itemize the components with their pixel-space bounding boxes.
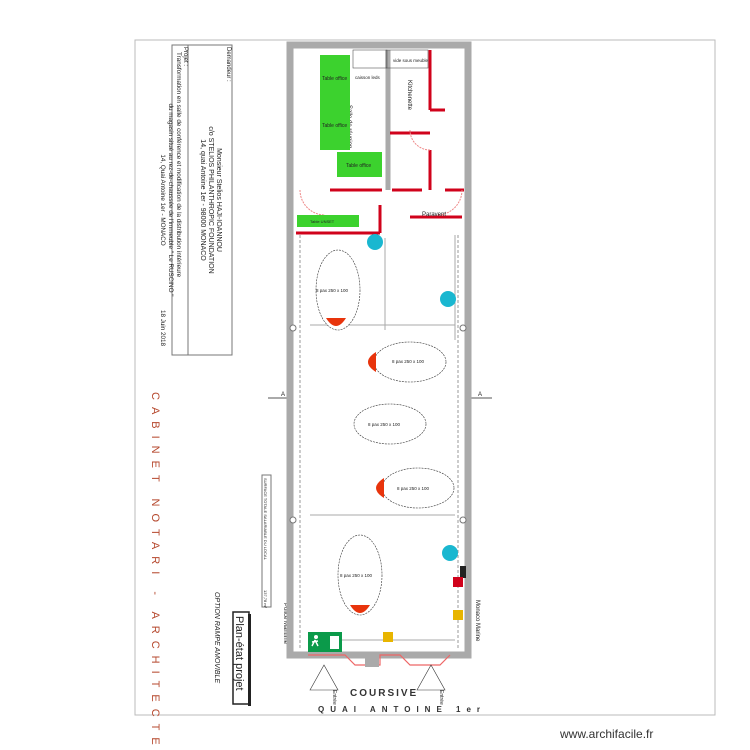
client-org: c/o STELIOS PHILANTHROPIC FOUNDATION: [207, 126, 214, 273]
signage-yellow: [383, 632, 393, 642]
title-block: Demandeur : Monsieur Stelios HAJI-IOANNO…: [159, 44, 233, 356]
emergency-exit-icon: [308, 632, 342, 652]
surface-value: 137,78 m²: [263, 590, 268, 609]
dark-fixture: [460, 566, 466, 578]
client-name: Monsieur Stelios HAJI-IOANNOU: [215, 148, 222, 252]
svg-text:Table office: Table office: [346, 163, 371, 169]
svg-text:Entrée: Entrée: [331, 690, 337, 705]
conference-table: 8 pax 250 x 100: [376, 467, 455, 509]
signage-yellow: [453, 610, 463, 620]
office-table: Table office: [320, 55, 350, 100]
option-label: OPTION RAMPE AMOVIBLE: [213, 592, 220, 683]
neighbor-right: Monaco Marine: [474, 600, 480, 642]
projet-line-3: 14, Quai Antoine 1er - MONACO: [159, 154, 166, 245]
entrance-area: Entrée Entrée: [308, 654, 451, 705]
conference-table: 8 pax 250 x 100: [337, 534, 383, 616]
section-marker-left: A: [268, 392, 290, 399]
conference-table: 8 pax 250 x 100: [315, 249, 361, 331]
projet-line-2: du magasin situé au rez-de-chaussée de l…: [167, 104, 174, 297]
svg-text:Table UNSET: Table UNSET: [310, 219, 335, 224]
surface-box: SURFACE TOTALE SALARIABLE DU LOCAL 137,7…: [261, 474, 272, 609]
svg-text:8 pax 250 x 100: 8 pax 250 x 100: [392, 359, 425, 364]
label-quai: QUAI ANTOINE 1er: [318, 705, 486, 714]
label-vide: vide sous meuble: [393, 58, 429, 63]
room-kitchenette: Kitchenette: [406, 80, 412, 111]
svg-text:A: A: [478, 392, 482, 398]
firm-name: CABINET NOTARI - ARCHITECTES: [149, 392, 161, 750]
svg-text:Table office: Table office: [322, 76, 347, 82]
office-table: Table office: [337, 152, 382, 177]
conference-table: 8 pax 250 x 100: [353, 403, 427, 445]
label-paravent: Paravent: [422, 212, 446, 218]
sheet-title: Plan-état projet: [233, 616, 245, 691]
watermark: www.archifacile.fr: [560, 727, 654, 741]
sheet-title-box: Plan-état projet: [232, 611, 251, 706]
svg-text:8 pax 250 x 100: 8 pax 250 x 100: [368, 422, 401, 427]
svg-text:A: A: [281, 392, 285, 398]
client-address: 14, quai Antoine 1er - 98000 MONACO: [199, 139, 206, 261]
project-date: 18 Juin 2018: [159, 310, 166, 347]
office-table: Table office: [320, 100, 350, 150]
conference-table: 8 pax 250 x 100: [368, 341, 447, 383]
svg-text:Entrée: Entrée: [438, 690, 444, 705]
demandeur-label: Demandeur :: [225, 47, 231, 82]
projet-line-1: Transformation en salle de conférence et…: [175, 52, 182, 278]
label-caisson: caisson leds: [355, 75, 381, 80]
svg-text:8 pax 250 x 100: 8 pax 250 x 100: [316, 288, 349, 293]
neighbor-left: Police Maritime: [282, 603, 288, 645]
section-marker-right: A: [468, 392, 492, 399]
svg-text:Table office: Table office: [322, 123, 347, 129]
projet-label: Projet :: [182, 47, 188, 66]
surface-label: SURFACE TOTALE SALARIABLE DU LOCAL: [263, 478, 268, 561]
label-coursive: COURSIVE: [350, 688, 418, 699]
cyan-fixture: [367, 234, 458, 561]
office-table: Table UNSET: [297, 215, 359, 227]
svg-text:8 pax 250 x 100: 8 pax 250 x 100: [340, 573, 373, 578]
svg-text:8 pax 250 x 100: 8 pax 250 x 100: [397, 486, 430, 491]
fire-extinguisher-sign: [453, 577, 463, 587]
